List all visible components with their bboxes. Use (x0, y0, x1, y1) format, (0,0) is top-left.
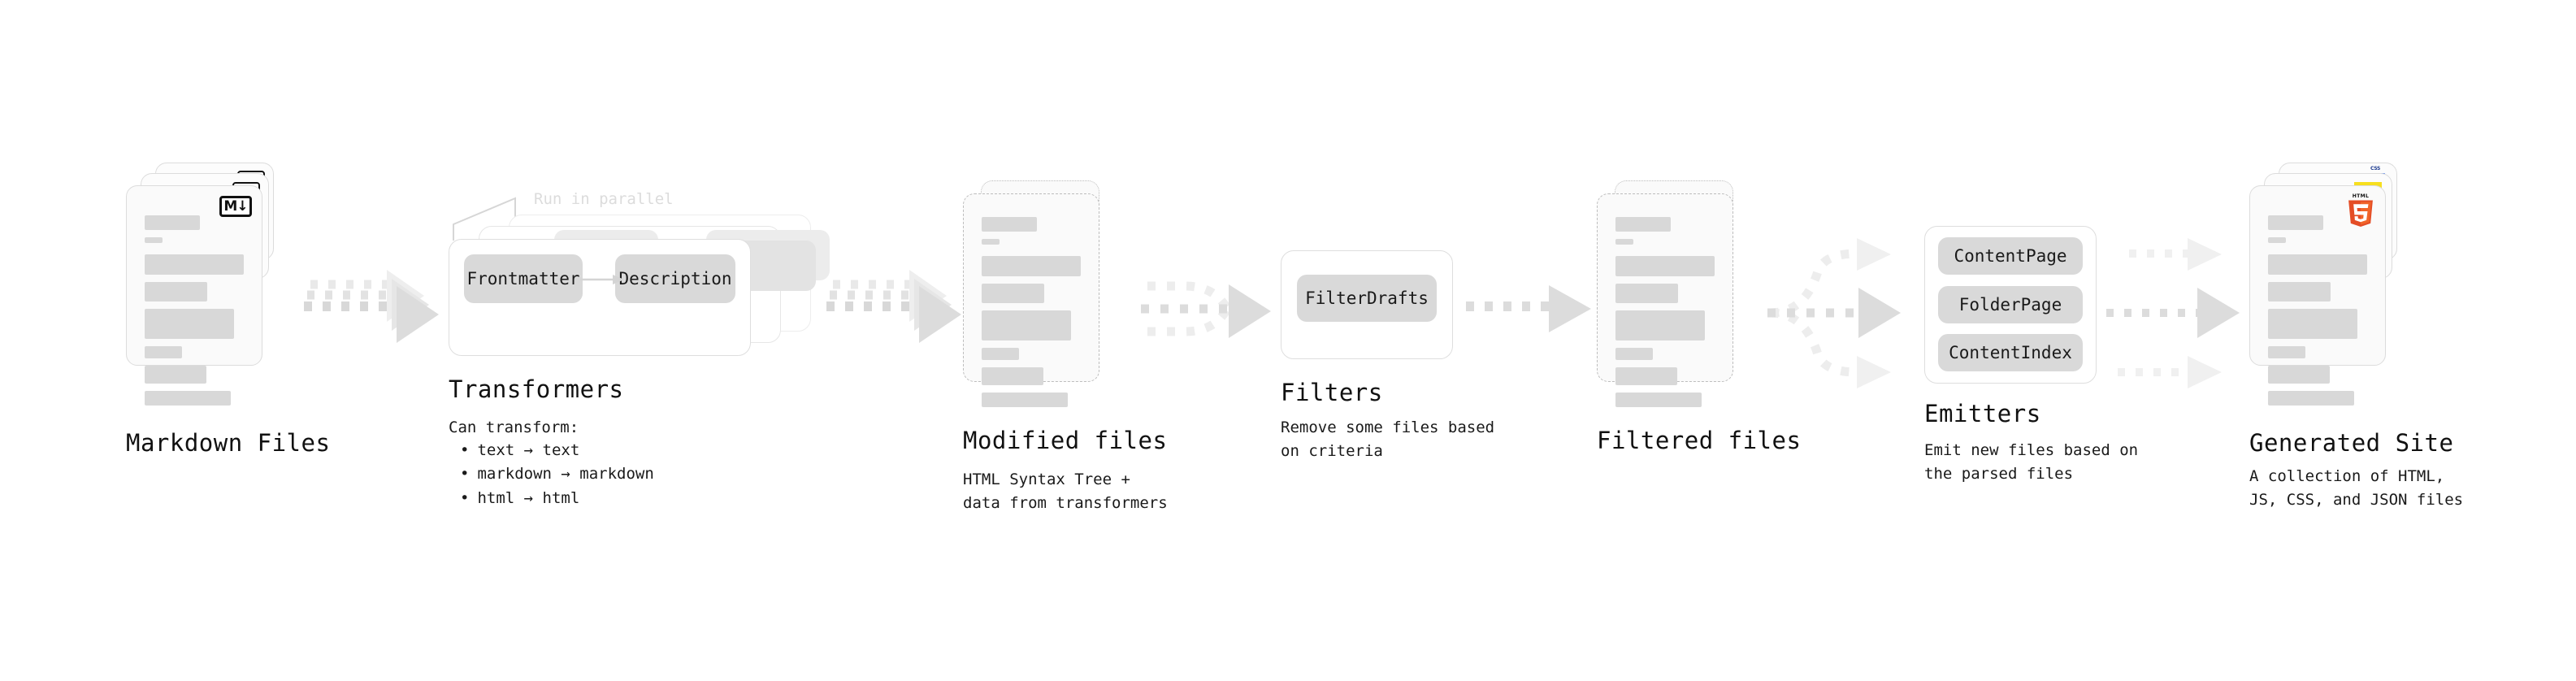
emitter-chip-label: FolderPage (1958, 295, 2062, 314)
stage-title-filters: Filters (1281, 379, 1383, 406)
modified-file-skeleton (982, 217, 1081, 414)
transformers-bullet-item: html → html (460, 487, 654, 510)
skeleton-line (145, 254, 244, 275)
skeleton-line (982, 239, 1000, 245)
skeleton-line (1615, 217, 1672, 232)
generated-site-desc: A collection of HTML, JS, CSS, and JSON … (2249, 467, 2464, 510)
stage-title-generated-site: Generated Site (2249, 429, 2454, 457)
transformer-chip-description[interactable]: Description (615, 254, 735, 303)
transformer-chip-label: Description (618, 269, 732, 288)
markdown-file-card-front: M↓ (126, 185, 262, 406)
skeleton-line (2268, 346, 2306, 358)
skeleton-line (982, 284, 1044, 303)
connector-modified-to-filters (1138, 268, 1288, 358)
skeleton-line (982, 367, 1043, 385)
skeleton-line (982, 256, 1081, 276)
skeleton-line (145, 346, 183, 358)
css-badge-label: CSS (2370, 166, 2380, 171)
skeleton-line (982, 348, 1020, 360)
filtered-file-card-front (1597, 193, 1733, 407)
emitters-desc: Emit new files based on the parsed files (1924, 441, 2139, 484)
skeleton-line (2268, 237, 2286, 243)
emitter-chip-folderpage[interactable]: FolderPage (1938, 286, 2083, 323)
emitter-chip-contentindex[interactable]: ContentIndex (1938, 334, 2083, 371)
html5-badge-icon: HTML (2348, 193, 2373, 227)
skeleton-line (1615, 239, 1633, 245)
transformer-chip-label: Frontmatter (466, 269, 580, 288)
markdown-file-skeleton (145, 215, 244, 413)
stage-title-markdown-files: Markdown Files (126, 429, 331, 457)
skeleton-line (1615, 256, 1715, 276)
run-in-parallel-label: Run in parallel (534, 190, 674, 208)
skeleton-line (1615, 393, 1702, 407)
filter-chip-label: FilterDrafts (1305, 288, 1429, 308)
markdown-badge-icon: M↓ (219, 196, 252, 217)
skeleton-line (2268, 366, 2330, 384)
skeleton-line (2268, 254, 2367, 275)
skeleton-line (2268, 309, 2357, 339)
transformers-bullet-list: text → text markdown → markdown html → h… (460, 439, 654, 510)
transformer-inner-arrow (580, 275, 624, 284)
transformers-desc: Can transform: (449, 419, 579, 436)
stage-title-filtered-files: Filtered files (1597, 427, 1802, 454)
site-file-skeleton (2268, 215, 2367, 413)
emitter-chip-contentpage[interactable]: ContentPage (1938, 237, 2083, 275)
filters-desc: Remove some files based on criteria (1281, 419, 1495, 461)
skeleton-line (145, 366, 206, 384)
site-file-card-html: HTML (2249, 185, 2386, 406)
skeleton-line (1615, 367, 1677, 385)
stage-title-modified-files: Modified files (963, 427, 1168, 454)
modified-files-desc: HTML Syntax Tree + data from transformer… (963, 471, 1168, 513)
skeleton-line (145, 391, 232, 406)
connector-filtered-to-emitters (1767, 236, 1922, 390)
skeleton-line (2268, 215, 2324, 230)
skeleton-line (982, 217, 1038, 232)
stage-title-emitters: Emitters (1924, 400, 2041, 427)
connector-emitters-to-site (2106, 236, 2261, 390)
transformers-bullet-item: markdown → markdown (460, 462, 653, 486)
filter-chip-filterdrafts[interactable]: FilterDrafts (1297, 275, 1437, 322)
connector-markdown-to-transformers (302, 268, 457, 358)
modified-file-card-front (963, 193, 1099, 407)
skeleton-line (145, 215, 201, 230)
emitter-chip-label: ContentPage (1954, 246, 2067, 266)
skeleton-line (982, 393, 1069, 407)
emitter-chip-label: ContentIndex (1949, 343, 2072, 362)
filtered-file-skeleton (1615, 217, 1715, 414)
markdown-badge-text: M↓ (223, 197, 248, 215)
connector-filters-to-filtered (1463, 283, 1599, 340)
transformers-bullet-item: text → text (460, 439, 654, 462)
skeleton-line (1615, 284, 1678, 303)
skeleton-line (2268, 391, 2355, 406)
skeleton-line (982, 310, 1071, 340)
skeleton-line (1615, 348, 1654, 360)
connector-transformers-to-modified (825, 268, 979, 358)
skeleton-line (2268, 282, 2331, 301)
run-in-parallel-leader (453, 197, 516, 241)
skeleton-line (1615, 310, 1705, 340)
svg-text:HTML: HTML (2353, 193, 2370, 199)
stage-title-transformers: Transformers (449, 375, 624, 403)
transformer-chip-frontmatter[interactable]: Frontmatter (464, 254, 583, 303)
skeleton-line (145, 237, 163, 243)
skeleton-line (145, 309, 234, 339)
skeleton-line (145, 282, 207, 301)
